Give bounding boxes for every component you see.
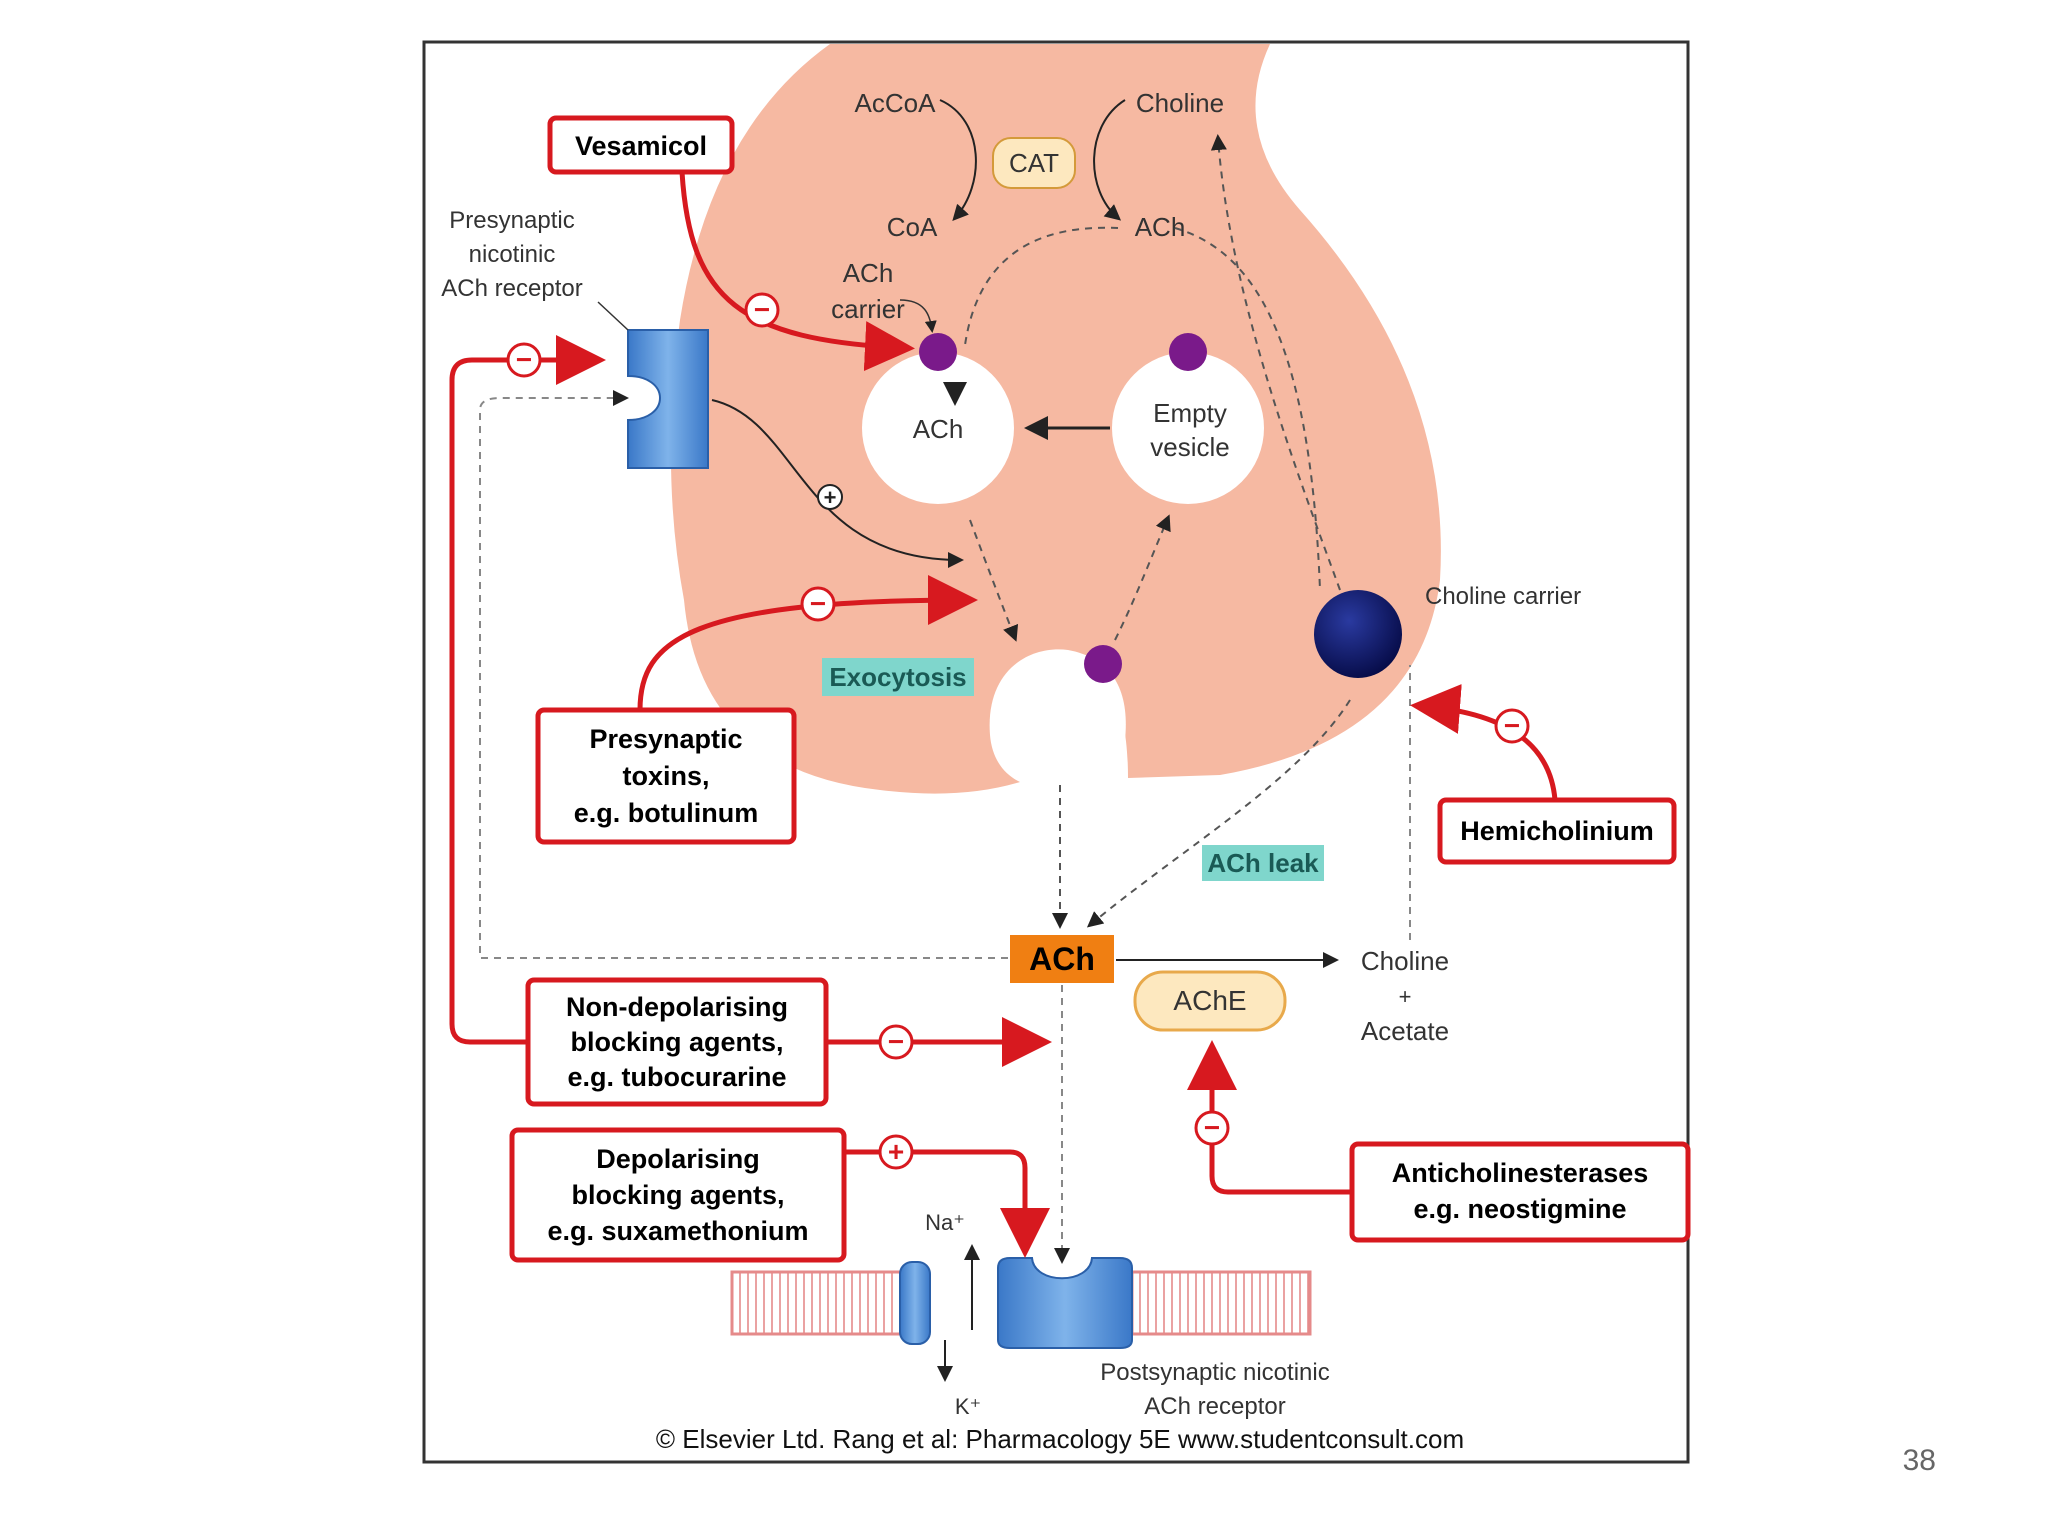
copyright-text: © Elsevier Ltd. Rang et al: Pharmacology… [656, 1424, 1464, 1454]
empty-vesicle [1112, 352, 1264, 504]
dep-label-1: Depolarising [596, 1144, 760, 1174]
exocytosis-to-empty-dashed [1114, 514, 1171, 641]
svg-text:−: − [888, 1026, 904, 1057]
vesamicol-minus-sign: − [744, 292, 780, 328]
ach-carrier-label-1: ACh [843, 258, 894, 288]
nondep-label-1: Non-depolarising [566, 992, 788, 1022]
antiche-label-2: e.g. neostigmine [1413, 1194, 1626, 1224]
empty-vesicle-label-2: vesicle [1150, 432, 1229, 462]
cat-enzyme [992, 137, 1076, 189]
hemicholinium-box [1437, 797, 1677, 865]
postsynaptic-membrane-right [1130, 1270, 1312, 1336]
receptor-facilitation-arrow [711, 399, 964, 568]
toxins-minus-sign: − [800, 586, 836, 622]
vesicle-to-exocytosis-dashed [969, 519, 1019, 642]
antiche-inhibit-arrow [1187, 1040, 1352, 1195]
postsyn-receptor-label-2: ACh receptor [1144, 1393, 1285, 1420]
toxins-label-1: Presynaptic [589, 724, 742, 754]
k-label: K⁺ [955, 1394, 981, 1419]
postsynaptic-nicotinic-receptor [997, 1257, 1133, 1349]
ach-leak-label: ACh leak [1207, 848, 1319, 878]
ach-vesicle-label: ACh [913, 414, 964, 444]
slide-number: 38 [1902, 1444, 1936, 1477]
choline-to-ach-arrow [1093, 99, 1126, 221]
nondep-label-2: blocking agents, [570, 1027, 783, 1057]
exocytosis-label-bg [822, 658, 974, 696]
ach-vesicle [862, 352, 1014, 504]
facilitation-plus-sign [817, 484, 843, 510]
hemicholinium-label: Hemicholinium [1460, 816, 1654, 846]
nondep-presyn-minus-sign: − [506, 342, 542, 378]
svg-text:−: − [516, 344, 532, 375]
hemicholinium-minus-sign: − [1494, 708, 1530, 744]
presyn-receptor-label-2: nicotinic [469, 241, 556, 268]
accoa-label: AcCoA [855, 88, 937, 118]
ache-enzyme [1133, 970, 1287, 1032]
presynaptic-toxins-box [535, 707, 797, 845]
dep-label-2: blocking agents, [571, 1180, 784, 1210]
ion-channel [899, 1261, 931, 1345]
svg-text:−: − [810, 588, 826, 619]
accoa-to-coa-arrow [939, 99, 977, 221]
svg-text:−: − [754, 294, 770, 325]
ach-leak-label-bg [1202, 845, 1324, 881]
antiche-minus-sign: − [1194, 1110, 1230, 1146]
toxins-label-3: e.g. botulinum [574, 798, 758, 828]
ach-carrier-label-2: carrier [831, 294, 905, 324]
svg-text:−: − [1504, 710, 1520, 741]
choline-carrier-label: Choline carrier [1425, 583, 1581, 610]
ach-top-label: ACh [1135, 212, 1186, 242]
coa-label: CoA [887, 212, 938, 242]
dep-plus-sign: + [878, 1134, 914, 1170]
acetate-label: Acetate [1361, 1016, 1449, 1046]
presynaptic-nicotinic-receptor [627, 329, 709, 469]
toxins-label-2: toxins, [622, 761, 709, 791]
ach-cleft-box [1010, 935, 1114, 983]
ach-to-presyn-receptor-dashed [479, 390, 1008, 959]
dep-stimulate-arrow [844, 1149, 1050, 1258]
nerve-terminal [670, 44, 1441, 794]
presyn-receptor-label-3: ACh receptor [441, 275, 582, 302]
svg-text:+: + [888, 1136, 904, 1167]
depolarising-box [509, 1127, 847, 1263]
vesamicol-label: Vesamicol [575, 131, 707, 161]
nondep-minus-sign: − [878, 1024, 914, 1060]
nondep-label-3: e.g. tubocurarine [567, 1062, 786, 1092]
choline-top-label: Choline [1136, 88, 1224, 118]
ach-carrier-pointer [899, 299, 937, 333]
exocytosis-vesicle [989, 649, 1126, 782]
presyn-receptor-pointer [597, 301, 629, 331]
vesamicol-inhibit-arrow [679, 171, 915, 372]
vesamicol-box [547, 115, 735, 175]
exocytosis-label: Exocytosis [829, 662, 966, 692]
postsynaptic-membrane-left [730, 1270, 909, 1336]
choline-acetate-plus: + [1399, 984, 1412, 1009]
postsyn-receptor-label-1: Postsynaptic nicotinic [1100, 1359, 1329, 1386]
antiche-label-1: Anticholinesterases [1392, 1158, 1649, 1188]
facilitation-plus-text: + [824, 485, 837, 510]
nondep-presyn-inhibit-arrow [449, 335, 606, 1045]
choline-bottom-label: Choline [1361, 946, 1449, 976]
ach-cleft-label: ACh [1029, 941, 1095, 977]
dep-label-3: e.g. suxamethonium [547, 1216, 808, 1246]
choline-carrier [1314, 590, 1402, 678]
svg-text:−: − [1204, 1112, 1220, 1143]
na-label: Na⁺ [925, 1210, 965, 1235]
toxins-inhibit-arrow [637, 575, 978, 711]
vesicle-dot-exocytosis [1084, 645, 1122, 683]
empty-vesicle-label-1: Empty [1153, 398, 1227, 428]
presyn-receptor-label-1: Presynaptic [449, 207, 574, 234]
ache-label: AChE [1173, 985, 1246, 1016]
cat-label: CAT [1009, 148, 1059, 178]
vesicle-dot-empty [1169, 333, 1207, 371]
ach-carrier-dot [919, 333, 957, 371]
ach-leak-inner-dashed [1174, 227, 1321, 591]
